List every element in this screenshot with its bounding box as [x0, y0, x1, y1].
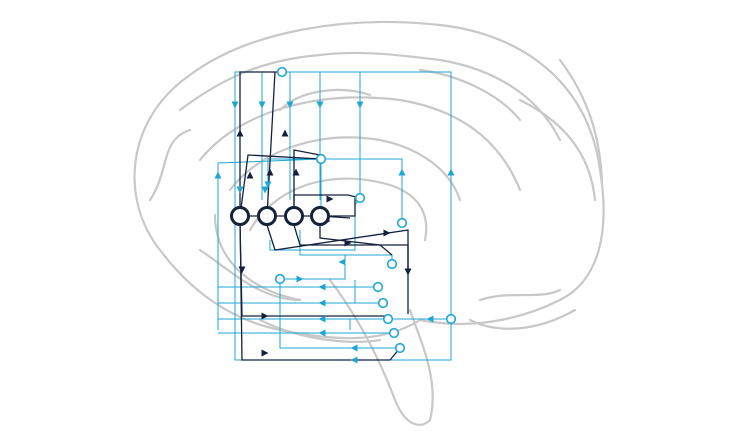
arrowhead-icon — [238, 266, 246, 274]
circuit-line — [319, 225, 393, 256]
circuit-line — [280, 255, 346, 280]
circuit-node-light-icon — [274, 273, 286, 285]
arrowhead-icon — [318, 283, 326, 291]
arrowhead-icon — [318, 299, 326, 307]
arrowhead-icon — [281, 129, 289, 137]
arrowhead-icon — [426, 315, 434, 323]
circuit-node-light-icon — [372, 281, 384, 293]
arrowhead-icon — [261, 312, 269, 320]
circuit-node-light-icon — [386, 258, 398, 270]
circuit-line — [279, 279, 400, 349]
arrowhead-icon — [398, 168, 406, 176]
arrowhead-icon — [318, 315, 326, 323]
circuit-line — [321, 158, 403, 223]
circuit-line — [239, 71, 282, 216]
circuit-node-light-icon — [394, 342, 406, 354]
circuit-line — [217, 158, 322, 330]
arrowhead-icon — [231, 101, 239, 109]
arrowhead-icon — [236, 129, 244, 137]
arrowhead-icon — [316, 101, 324, 109]
arrowhead-icon — [344, 239, 352, 247]
circuit-node-dark-icon — [257, 206, 277, 226]
arrowhead-icon — [350, 344, 358, 352]
arrowhead-icon — [356, 101, 364, 109]
arrowhead-icon — [258, 101, 266, 109]
circuit-node-light-icon — [388, 327, 400, 339]
circuit-line — [293, 149, 321, 216]
circuit-node-light-icon — [382, 313, 394, 325]
circuit-line — [266, 71, 276, 217]
arrowhead-icon — [296, 275, 304, 283]
arrowhead-icon — [350, 356, 358, 364]
circuit-line — [282, 71, 361, 198]
circuit-node-light-icon — [445, 313, 457, 325]
circuit-node-light-icon — [377, 297, 389, 309]
arrowhead-icon — [261, 349, 269, 357]
circuit-line — [293, 194, 361, 205]
circuit-node-light-icon — [396, 217, 408, 229]
circuit-line — [349, 318, 388, 330]
circuit-network — [214, 66, 457, 364]
arrowhead-icon — [383, 229, 391, 237]
arrowhead-icon — [286, 101, 294, 109]
circuit-line — [293, 224, 409, 314]
arrowhead-icon — [404, 268, 412, 276]
arrowhead-icon — [338, 258, 346, 266]
arrowhead-icon — [447, 168, 455, 176]
circuit-line — [320, 198, 356, 217]
circuit-node-dark-icon — [284, 206, 304, 226]
arrowhead-icon — [261, 186, 269, 194]
circuit-node-dark-icon — [230, 206, 250, 226]
arrowhead-icon — [236, 186, 244, 194]
circuit-node-light-icon — [354, 192, 366, 204]
circuit-node-light-icon — [276, 66, 288, 78]
arrowhead-icon — [264, 181, 272, 189]
brain-outline-icon — [133, 20, 605, 426]
arrowhead-icon — [326, 195, 334, 203]
circuit-line — [269, 197, 361, 251]
arrowhead-icon — [318, 329, 326, 337]
circuit-line — [239, 224, 388, 317]
circuit-node-dark-icon — [310, 206, 330, 226]
arrowhead-icon — [214, 171, 222, 179]
arrowhead-icon — [266, 168, 274, 176]
arrowhead-icon — [292, 168, 300, 176]
circuit-line — [354, 280, 383, 304]
arrowhead-icon — [246, 171, 254, 179]
circuit-node-light-icon — [315, 153, 327, 165]
circuit-line — [239, 154, 322, 217]
